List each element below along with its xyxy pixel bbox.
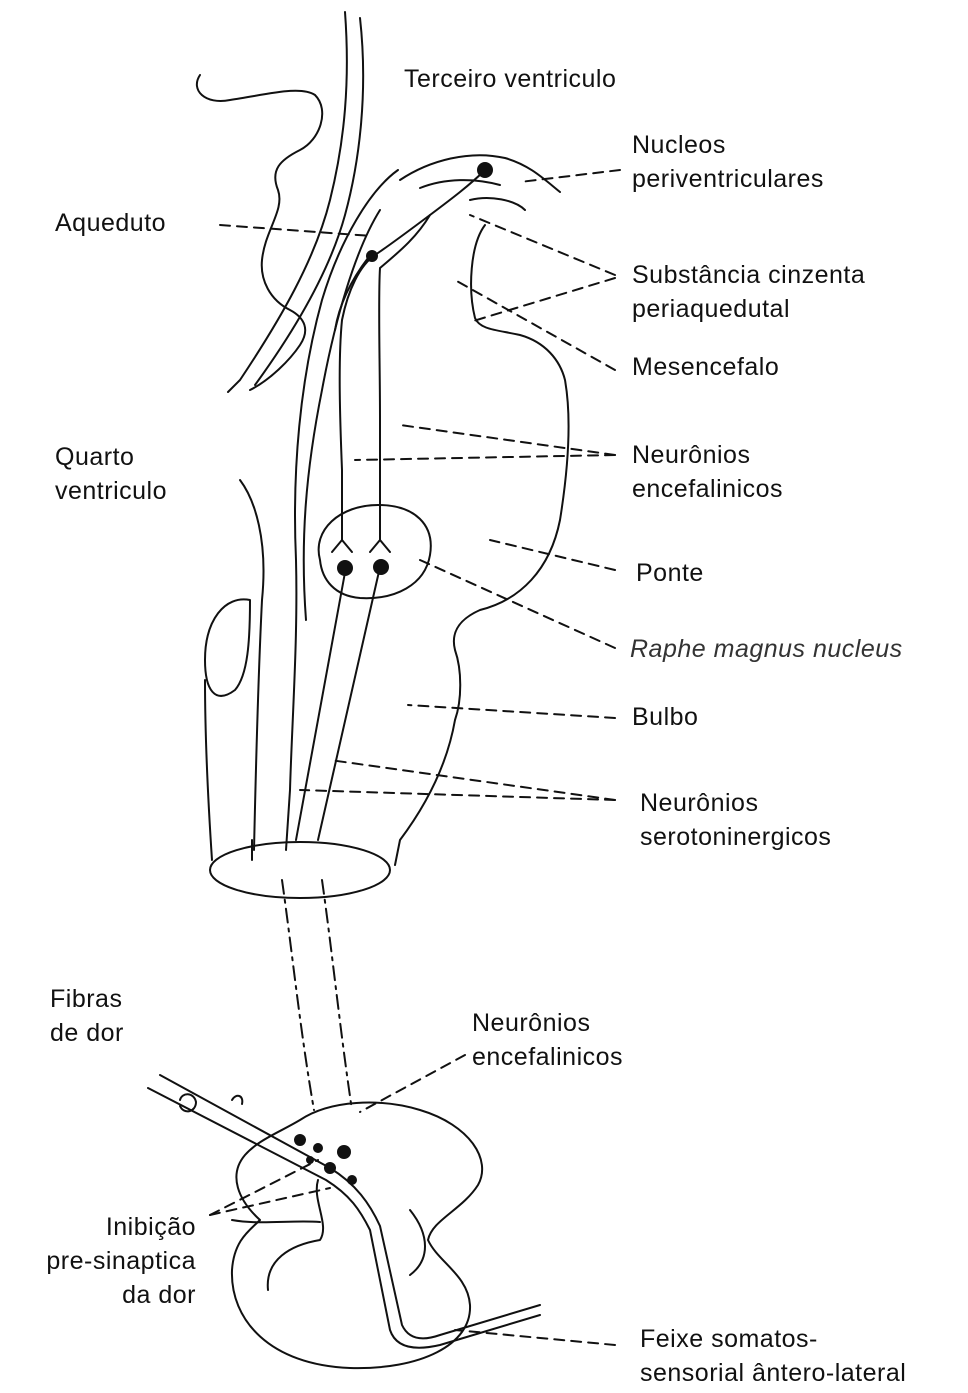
label-feixe-line2: sensorial ântero-lateral	[640, 1356, 906, 1390]
label-substancia-line1: Substância cinzenta	[632, 258, 865, 292]
label-nucleos-line1: Nucleos	[632, 128, 824, 162]
label-raphe-magnus: Raphe magnus nucleus	[630, 632, 903, 666]
label-quarto-line1: Quarto	[55, 440, 167, 474]
enkephalinergic-neurons	[332, 170, 485, 552]
label-feixe-somatossensorial: Feixe somatos- sensorial ântero-lateral	[640, 1322, 906, 1390]
label-substancia-cinzenta: Substância cinzenta periaquedutal	[632, 258, 865, 326]
label-neuronios-enc-line2: encefalinicos	[632, 472, 783, 506]
label-terceiro-ventriculo: Terceiro ventriculo	[404, 62, 616, 96]
label-aqueduto: Aqueduto	[55, 206, 166, 240]
label-neuronios-enc-line1: Neurônios	[632, 438, 783, 472]
label-bulbo: Bulbo	[632, 700, 698, 734]
label-fibras-de-dor: Fibras de dor	[50, 982, 124, 1050]
label-fibras-line1: Fibras	[50, 982, 124, 1016]
label-quarto-line2: ventriculo	[55, 474, 167, 508]
spinal-cord-section	[148, 1075, 540, 1368]
descending-fibers	[282, 880, 352, 1110]
label-fibras-line2: de dor	[50, 1016, 124, 1050]
label-nucleos-line2: periventriculares	[632, 162, 824, 196]
label-neuronios-encefalinicos: Neurônios encefalinicos	[632, 438, 783, 506]
label-quarto-ventriculo: Quarto ventriculo	[55, 440, 167, 508]
label-inibicao-line3: da dor	[10, 1278, 196, 1312]
label-substancia-line2: periaquedutal	[632, 292, 865, 326]
label-inibicao-line2: pre-sinaptica	[10, 1244, 196, 1278]
label-serotonin-line1: Neurônios	[640, 786, 831, 820]
third-ventricle-outline	[197, 12, 363, 392]
label-neuronios-encefalinicos-medula: Neurônios encefalinicos	[472, 1006, 623, 1074]
label-serotonin-line2: serotoninergicos	[640, 820, 831, 854]
leader-lines	[210, 170, 620, 1345]
raphe-nucleus-oval	[319, 505, 431, 598]
label-mesencefalo: Mesencefalo	[632, 350, 779, 384]
label-inibicao-line1: Inibição	[10, 1210, 196, 1244]
spinal-synapses	[294, 1134, 357, 1185]
label-nucleos-periventriculares: Nucleos periventriculares	[632, 128, 824, 196]
serotoninergic-neurons	[296, 567, 380, 840]
label-neuronios-med-line1: Neurônios	[472, 1006, 623, 1040]
label-feixe-line1: Feixe somatos-	[640, 1322, 906, 1356]
label-neuronios-serotoninergicos: Neurônios serotoninergicos	[640, 786, 831, 854]
label-inibicao-pre-sinaptica: Inibição pre-sinaptica da dor	[10, 1210, 196, 1312]
label-neuronios-med-line2: encefalinicos	[472, 1040, 623, 1074]
label-ponte: Ponte	[636, 556, 704, 590]
